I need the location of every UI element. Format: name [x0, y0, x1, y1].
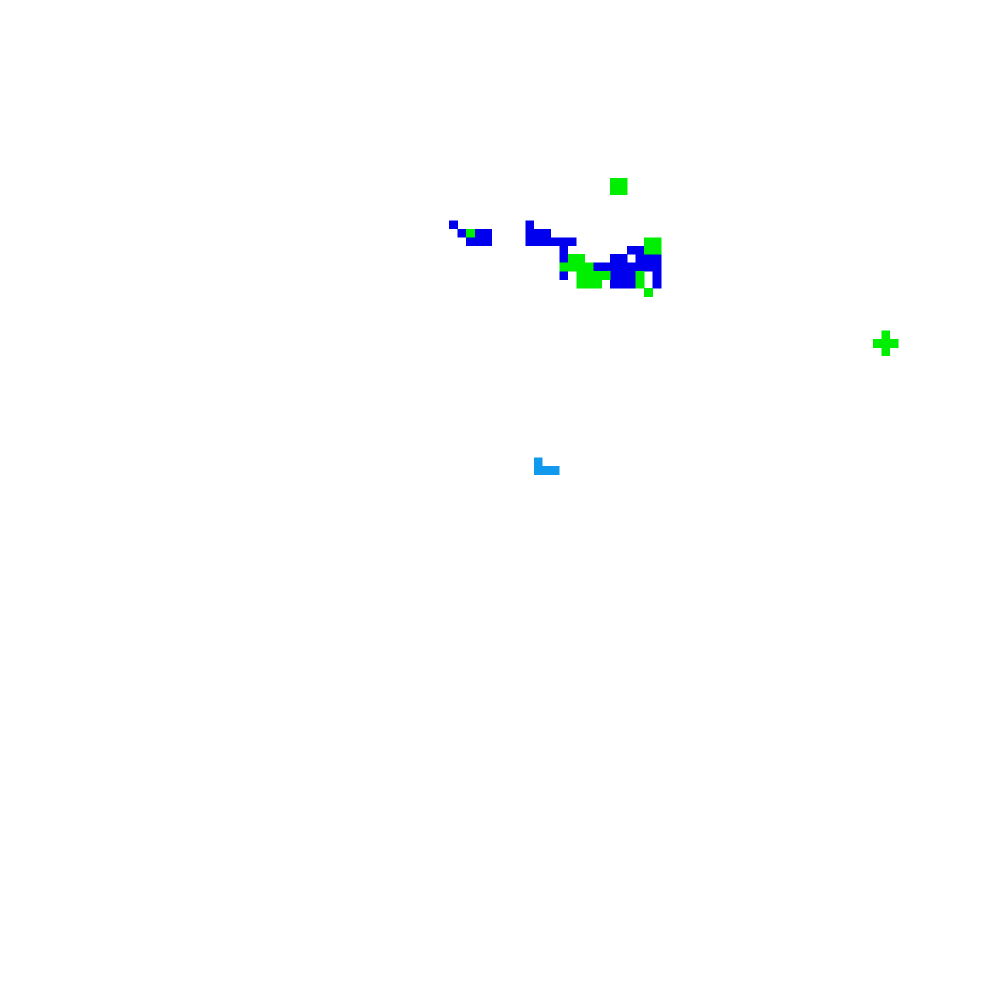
green-cluster-center-cell — [576, 279, 586, 289]
blue-cluster-left-cell — [466, 237, 475, 247]
green-block-cell — [618, 186, 628, 196]
green-cluster-center-cell — [644, 245, 653, 255]
green-cluster-center-cell — [584, 271, 594, 280]
blue-cluster-center-cell — [610, 279, 619, 289]
blue-cluster-center-cell — [525, 237, 535, 247]
blue-cluster-center-cell — [618, 262, 628, 272]
blue-cluster-center-cell — [635, 262, 645, 272]
green-cluster-center-cell — [567, 254, 577, 264]
blue-cluster-center-cell — [635, 254, 645, 264]
green-cross-cell — [889, 338, 899, 348]
blue-cluster-center-cell — [627, 279, 636, 289]
blue-cluster-center-cell — [610, 271, 619, 280]
green-cross-cell — [872, 338, 882, 348]
blue-cluster-left-cell — [449, 220, 458, 230]
blue-cluster-center-cell — [627, 245, 636, 255]
green-cluster-center-cell — [584, 279, 594, 289]
blue-cluster-left-cell — [474, 228, 484, 238]
blue-cluster-center-cell — [618, 271, 628, 280]
green-cluster-center-cell — [601, 271, 611, 280]
green-cluster-center — [559, 237, 662, 297]
blue-cluster-center-cell — [627, 262, 636, 272]
green-block-cell — [610, 186, 619, 196]
blue-cluster-center-cell — [610, 254, 619, 264]
green-block — [610, 177, 628, 196]
blue-cluster-center-cell — [542, 237, 552, 247]
green-dot-left — [466, 228, 475, 238]
blue-cluster-center-cell — [652, 271, 662, 280]
green-cluster-center-cell — [576, 271, 586, 280]
blue-cluster-center-cell — [559, 254, 569, 264]
green-cluster-center-cell — [593, 279, 602, 289]
blue-cluster-center-cell — [618, 279, 628, 289]
blue-cluster-center-cell — [525, 228, 535, 238]
blue-cluster-center-cell — [559, 271, 569, 280]
blue-cluster-center-cell — [542, 228, 552, 238]
green-block-cell — [610, 177, 619, 187]
blue-cluster-center-cell — [593, 262, 602, 272]
green-cluster-center-cell — [576, 254, 586, 264]
blue-cluster-left-cell — [474, 237, 484, 247]
blue-cluster-center-cell — [644, 262, 653, 272]
blue-cluster-center-cell — [618, 254, 628, 264]
green-block-cell — [618, 177, 628, 187]
light-blue-corner-cell — [542, 466, 552, 475]
blue-cluster-center-cell — [559, 237, 569, 247]
blue-cluster-center-cell — [533, 237, 543, 247]
green-cross-cell — [881, 330, 891, 340]
blue-cluster-center-cell — [559, 245, 569, 255]
blue-cluster-center-cell — [567, 237, 577, 247]
blue-cluster-center-cell — [627, 271, 636, 280]
blue-cluster-center-cell — [652, 254, 662, 264]
green-cross-cell — [881, 338, 891, 348]
blue-cluster-center — [525, 220, 662, 289]
green-cluster-center-cell — [644, 288, 653, 297]
blue-cluster-center-cell — [525, 220, 535, 230]
light-blue-corner — [533, 457, 560, 475]
blue-cluster-center-cell — [550, 237, 560, 247]
green-cross — [872, 330, 899, 357]
green-cluster-center-cell — [644, 237, 653, 247]
green-cluster-center-cell — [593, 271, 602, 280]
light-blue-corner-cell — [550, 466, 560, 475]
blue-cluster-left-cell — [483, 228, 492, 238]
blue-cluster-left-cell — [457, 228, 467, 238]
blue-cluster-center-cell — [652, 262, 662, 272]
green-cluster-center-cell — [559, 262, 569, 272]
green-cluster-center-cell — [576, 262, 586, 272]
blue-cluster-left-cell — [483, 237, 492, 247]
light-blue-corner-cell — [533, 457, 543, 467]
green-cluster-center-cell — [567, 262, 577, 272]
blue-cluster-center-cell — [644, 254, 653, 264]
light-blue-corner-cell — [533, 466, 543, 475]
green-cluster-center-cell — [652, 245, 662, 255]
green-cluster-center-cell — [635, 279, 645, 289]
blue-cluster-center-cell — [533, 228, 543, 238]
green-cluster-center-cell — [584, 262, 594, 272]
green-cluster-center-cell — [652, 237, 662, 247]
green-dot-left-cell — [466, 228, 475, 238]
green-cluster-center-cell — [635, 271, 645, 280]
blue-cluster-center-cell — [652, 279, 662, 289]
blue-cluster-center-cell — [601, 262, 611, 272]
green-cross-cell — [881, 347, 891, 357]
blue-cluster-center-cell — [635, 245, 645, 255]
blue-cluster-center-cell — [610, 262, 619, 272]
